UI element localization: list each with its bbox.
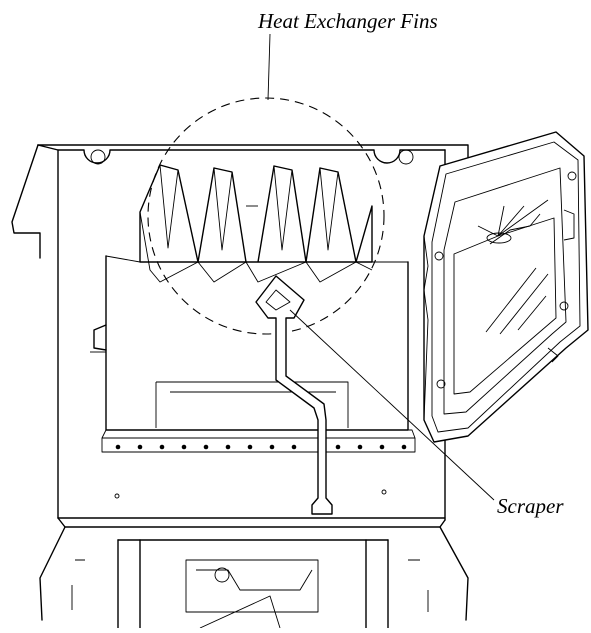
scraper <box>255 275 333 515</box>
scraper-leader-line <box>289 309 495 501</box>
stove-body <box>11 144 469 629</box>
heat-exchanger-fins-label: Heat Exchanger Fins <box>258 9 438 33</box>
fins-highlight-circle <box>147 97 385 335</box>
stove-door <box>423 131 589 443</box>
firebox <box>90 255 416 499</box>
fins-leader-line <box>267 33 271 101</box>
grate-holes <box>115 444 407 450</box>
heat-exchanger-fins <box>139 164 373 283</box>
scraper-label: Scraper <box>497 494 564 518</box>
